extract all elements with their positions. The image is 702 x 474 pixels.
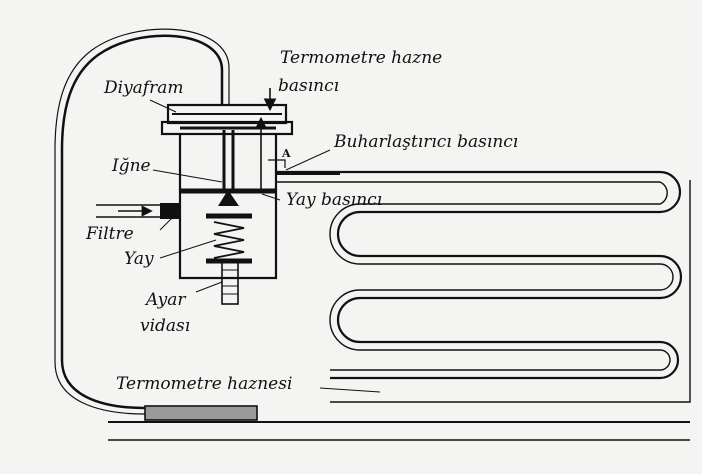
capillary-tube	[60, 34, 224, 410]
pressure-arrows	[254, 88, 286, 190]
label-diaphragm: Diyafram	[104, 78, 184, 98]
suction-line	[108, 405, 690, 441]
label-point-a: A	[282, 147, 291, 160]
label-bulb-pressure-line2: basıncı	[278, 76, 340, 96]
leader-lines	[149, 99, 381, 393]
label-spring: Yay	[124, 249, 154, 269]
sensing-bulb	[144, 405, 258, 421]
diaphragm-head	[160, 103, 294, 136]
spring-coil	[206, 213, 252, 264]
label-needle: Iğne	[112, 156, 151, 176]
needle-assembly	[218, 130, 239, 206]
label-bulb-pressure-line1: Termometre hazne	[280, 48, 443, 68]
evaporator-coil	[276, 170, 691, 403]
label-filter: Filtre	[86, 224, 134, 244]
capillary-tube-inner	[54, 28, 230, 415]
label-evaporator-pressure: Buharlaştırıcı basıncı	[334, 132, 519, 152]
label-sensing-bulb: Termometre haznesi	[116, 374, 293, 394]
label-spring-pressure: Yay basıncı	[286, 190, 383, 210]
label-adjust-screw-line2: vidası	[140, 316, 191, 336]
inlet-filter	[96, 203, 180, 219]
label-adjust-screw-line1: Ayar	[146, 290, 186, 310]
adjusting-screw	[221, 261, 239, 305]
